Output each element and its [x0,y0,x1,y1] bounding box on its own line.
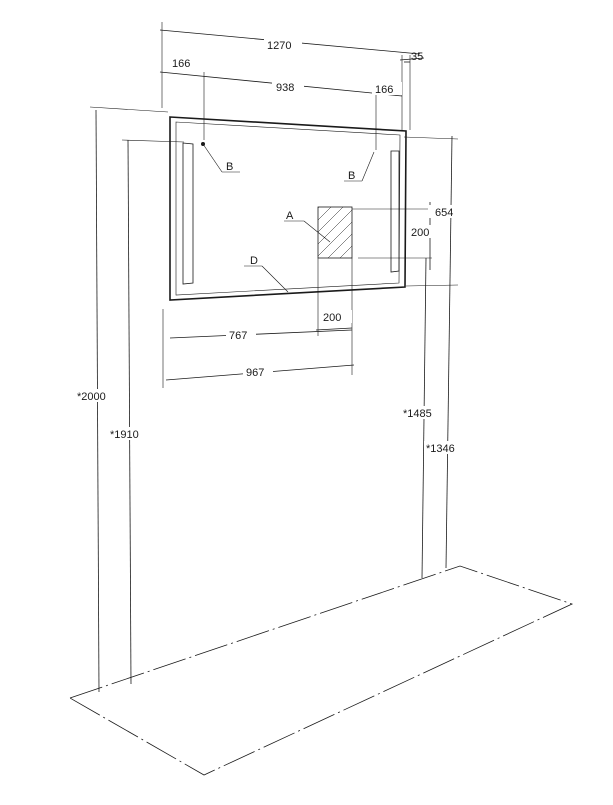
component-a-box [317,206,353,259]
dim-767: 767 [229,330,247,342]
mirror-frame-inner [175,121,401,296]
callout-b-right: B [348,170,355,182]
led-strip-right [390,150,400,273]
callout-labels: B B A D [226,161,355,267]
dim-1910: *1910 [110,429,139,441]
led-strip-left [182,142,194,285]
dim-1346: *1346 [426,443,455,455]
callout-d: D [250,255,258,267]
dim-right-edge: 35 [411,51,423,63]
dimension-labels: 1270 35 166 938 166 654 200 200 767 967 … [76,38,468,455]
dim-1485: *1485 [403,408,432,420]
dim-right-offset: 166 [375,84,393,96]
floor-outline [69,565,574,776]
mirror-frame-outer [169,116,407,301]
leader-lines [201,142,375,293]
dim-654: 654 [435,207,453,219]
dim-total-width: 1270 [267,40,291,52]
dim-left-offset: 166 [172,58,190,70]
dim-box-height: 200 [411,227,429,239]
dim-box-width: 200 [323,312,341,324]
dim-967: 967 [246,367,264,379]
dim-led-spacing: 938 [276,82,294,94]
dimension-lines [95,29,453,693]
dim-2000: *2000 [77,391,106,403]
callout-b-left: B [226,161,233,173]
callout-a: A [286,210,294,222]
